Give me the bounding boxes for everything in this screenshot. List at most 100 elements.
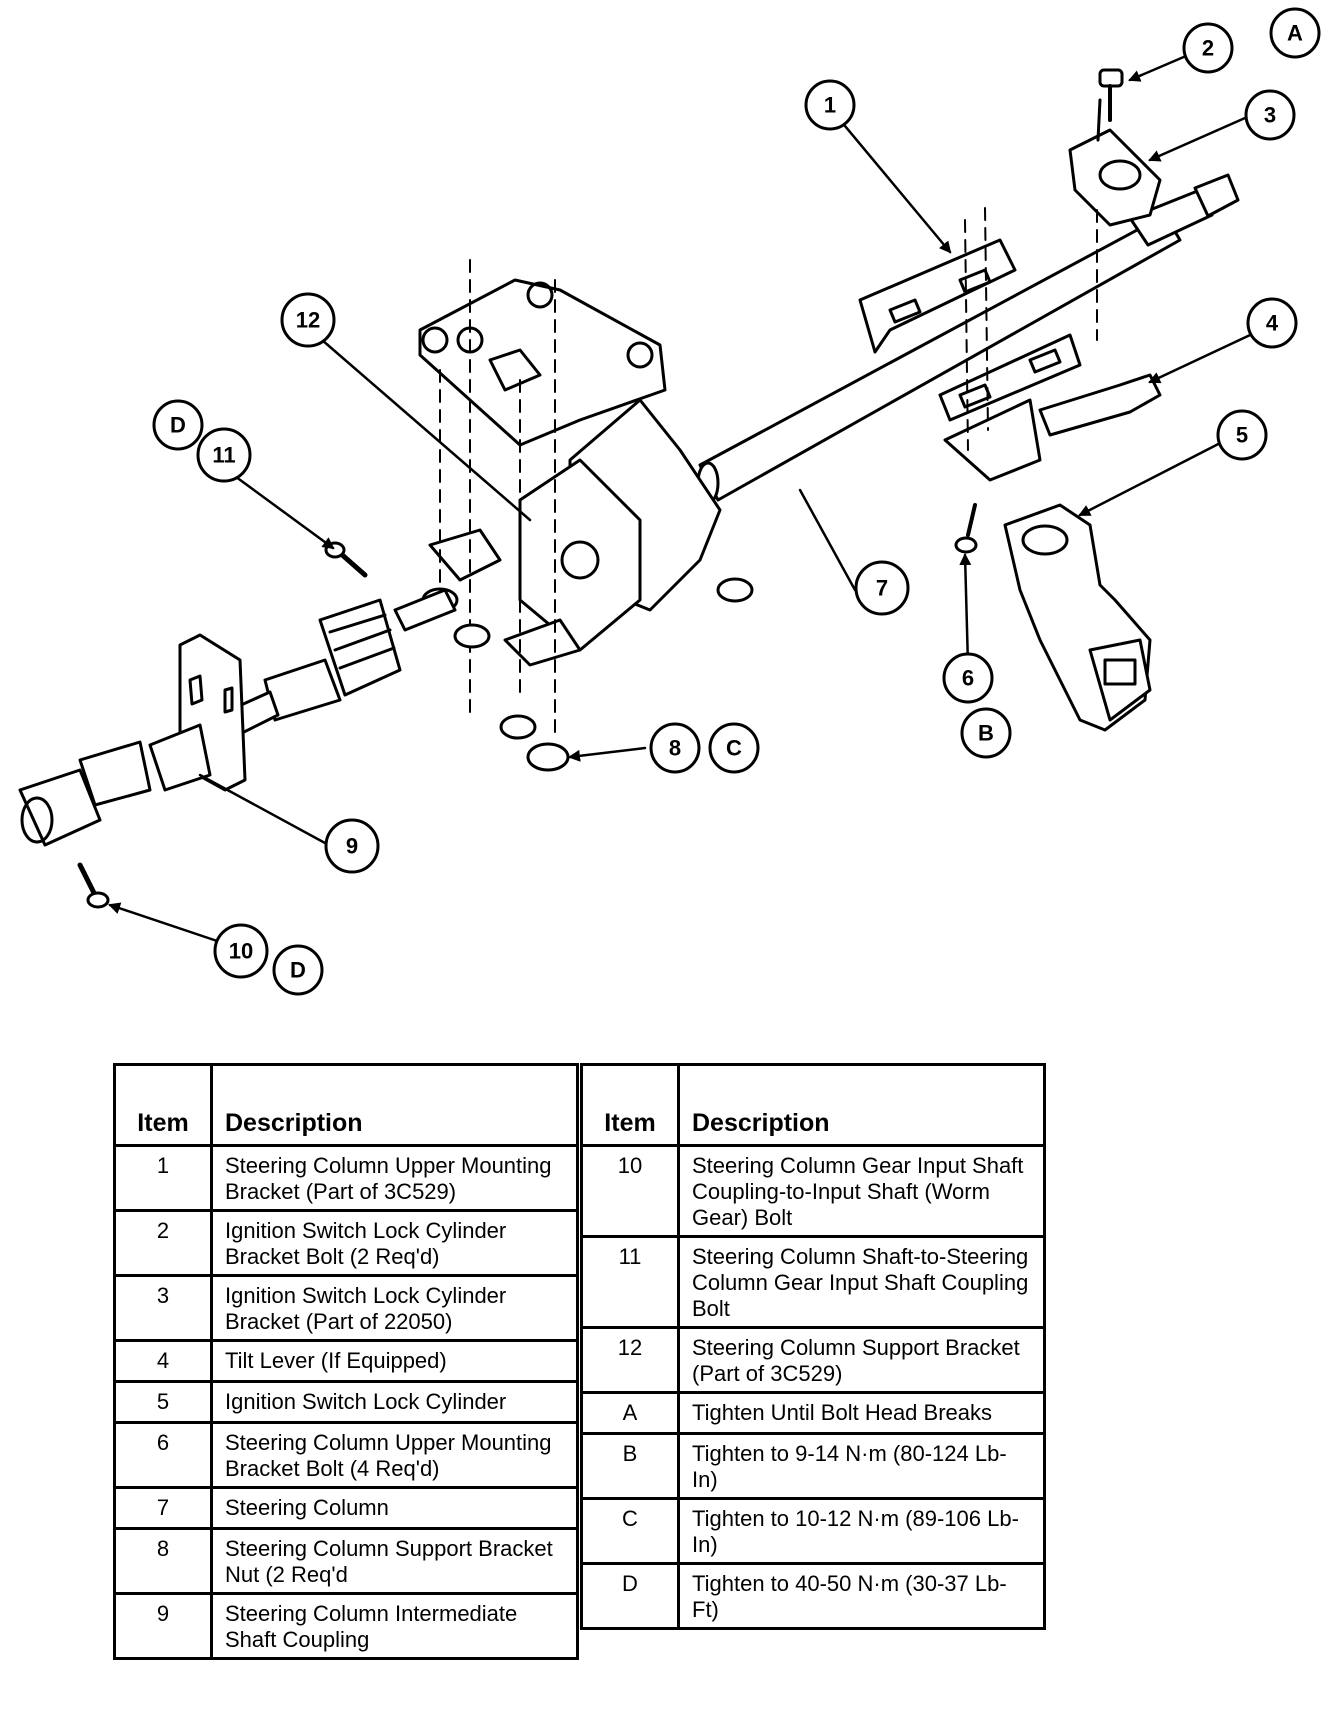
legend-description: Steering Column Support Bracket (Part of… [677,1326,1046,1394]
legend-item: C [580,1497,680,1565]
legend-description: Steering Column Gear Input Shaft Couplin… [677,1144,1046,1238]
svg-text:11: 11 [212,443,235,468]
steering-column-tube [696,173,1240,505]
callout-8: 8 [649,722,701,774]
callout-7: 7 [854,560,910,616]
svg-text:C: C [726,736,742,761]
legend-item: 2 [113,1209,213,1277]
description-column-header: Description [677,1063,1046,1147]
callout-D-upper: D [152,399,204,451]
legend-item: 8 [113,1527,213,1595]
legend-item: 3 [113,1274,213,1342]
intermediate-shaft-coupling [18,588,457,847]
callout-2: 2 [1182,22,1234,74]
legend-header-row: Item Description [580,1063,1046,1147]
legend-description: Ignition Switch Lock Cylinder [210,1380,579,1424]
legend-description: Tighten to 10-12 N·m (89-106 Lb-In) [677,1497,1046,1565]
legend-description: Steering Column Upper Mounting Bracket (… [210,1144,579,1212]
svg-text:3: 3 [1264,103,1276,128]
legend-header-row: Item Description [113,1063,579,1147]
item-column-header: Item [580,1063,680,1147]
description-column-header: Description [210,1063,579,1147]
svg-text:2: 2 [1202,36,1214,61]
callout-9: 9 [324,818,380,874]
svg-text:5: 5 [1236,423,1248,448]
callout-12: 12 [280,292,336,348]
steering-column-support-bracket [418,259,722,741]
legend-description: Tilt Lever (If Equipped) [210,1339,579,1383]
legend-item: 1 [113,1144,213,1212]
svg-text:B: B [978,721,994,746]
legend-item: 5 [113,1380,213,1424]
legend-item: 9 [113,1592,213,1660]
callout-B: B [960,707,1012,759]
svg-text:1: 1 [824,93,836,118]
legend-item: 12 [580,1326,680,1394]
callout-5: 5 [1216,409,1268,461]
legend-item: A [580,1391,680,1435]
legend-item: 4 [113,1339,213,1383]
legend-description: Steering Column Shaft-to-Steering Column… [677,1235,1046,1329]
callout-6: 6 [942,652,994,704]
callout-D-lower: D [272,944,324,996]
svg-text:7: 7 [876,576,888,601]
legend-description: Ignition Switch Lock Cylinder Bracket Bo… [210,1209,579,1277]
callout-10: 10 [213,923,269,979]
callout-C: C [708,722,760,774]
legend-item: B [580,1432,680,1500]
legend-description: Steering Column [210,1486,579,1530]
legend-item: 7 [113,1486,213,1530]
input-shaft-coupling-bolt [77,862,110,909]
callout-A: A [1269,7,1321,59]
lock-cylinder-bracket [1068,68,1162,341]
legend-description: Steering Column Support Bracket Nut (2 R… [210,1527,579,1595]
legend-description: Ignition Switch Lock Cylinder Bracket (P… [210,1274,579,1342]
legend-item: 10 [580,1144,680,1238]
svg-text:6: 6 [962,666,974,691]
svg-text:9: 9 [346,834,358,859]
svg-text:D: D [290,958,306,983]
steering-column-exploded-diagram: 1 2 A 3 12 4 D 11 5 7 6 B 8 C 9 10 D [18,7,1321,996]
legend-description: Steering Column Intermediate Shaft Coupl… [210,1592,579,1660]
upper-mounting-bracket-bolt [954,503,978,554]
callout-3: 3 [1244,89,1296,141]
ignition-switch-lock-cylinder [1003,503,1152,732]
legend-description: Steering Column Upper Mounting Bracket B… [210,1421,579,1489]
legend-item: 6 [113,1421,213,1489]
upper-mounting-bracket [858,207,1082,482]
svg-text:12: 12 [296,308,320,333]
callout-1: 1 [804,79,856,131]
svg-text:10: 10 [229,939,253,964]
callout-4: 4 [1246,297,1298,349]
svg-text:D: D [170,413,186,438]
legend-description: Tighten to 9-14 N·m (80-124 Lb-In) [677,1432,1046,1500]
legend-item: 11 [580,1235,680,1329]
item-column-header: Item [113,1063,213,1147]
svg-text:8: 8 [669,736,681,761]
legend-item: D [580,1562,680,1630]
svg-text:A: A [1287,21,1303,46]
callout-11: 11 [196,427,252,483]
tilt-lever [1038,373,1162,437]
legend-description: Tighten to 40-50 N·m (30-37 Lb-Ft) [677,1562,1046,1630]
svg-text:4: 4 [1266,311,1279,336]
legend-description: Tighten Until Bolt Head Breaks [677,1391,1046,1435]
